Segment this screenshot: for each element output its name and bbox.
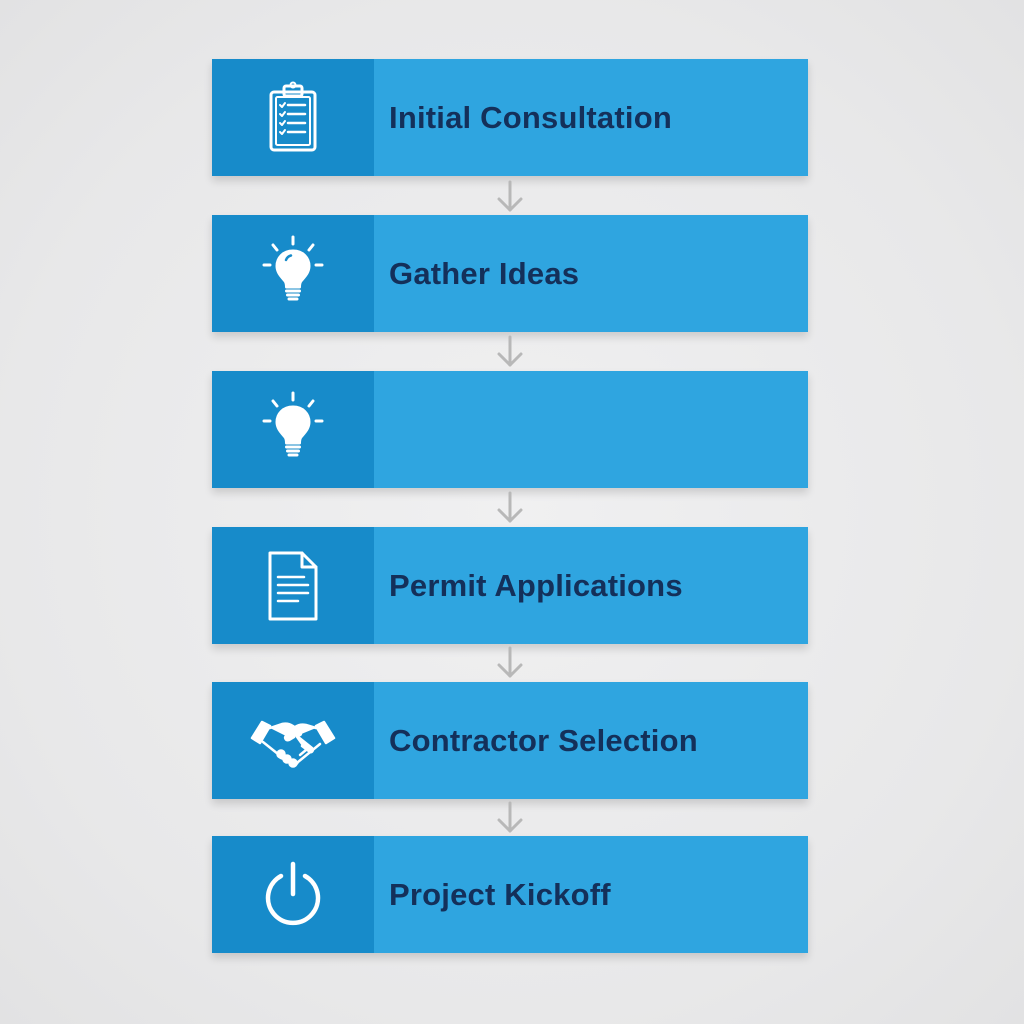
step-icon-cell [212, 836, 374, 953]
document-icon [268, 551, 318, 620]
step-icon-cell [212, 527, 374, 644]
step-label [374, 371, 808, 488]
flow-arrow-down-icon [494, 178, 526, 218]
lightbulb-icon [262, 391, 324, 456]
flow-arrow-down-icon [494, 799, 526, 839]
flow-arrow-down-icon [494, 644, 526, 684]
step-label: Project Kickoff [389, 876, 611, 912]
step-icon-cell [212, 215, 374, 332]
flow-arrow-down-icon [494, 333, 526, 373]
step-icon-cell [212, 371, 374, 488]
flow-arrow-down-icon [494, 489, 526, 529]
step-initial-consultation: Initial Consultation [212, 59, 808, 176]
step-label: Contractor Selection [389, 722, 698, 758]
handshake-icon [250, 720, 336, 768]
lightbulb-icon [262, 235, 324, 300]
step-contractor-selection: Contractor Selection [212, 682, 808, 799]
step-label: Permit Applications [389, 567, 683, 603]
step-label: Initial Consultation [389, 99, 672, 135]
step-icon-cell [212, 682, 374, 799]
step-project-kickoff: Project Kickoff [212, 836, 808, 953]
clipboard-checklist-icon [269, 81, 317, 151]
power-icon [265, 861, 321, 925]
step-unlabeled [212, 371, 808, 488]
step-icon-cell [212, 59, 374, 176]
step-permit-applications: Permit Applications [212, 527, 808, 644]
step-gather-ideas: Gather Ideas [212, 215, 808, 332]
step-label: Gather Ideas [389, 255, 580, 291]
